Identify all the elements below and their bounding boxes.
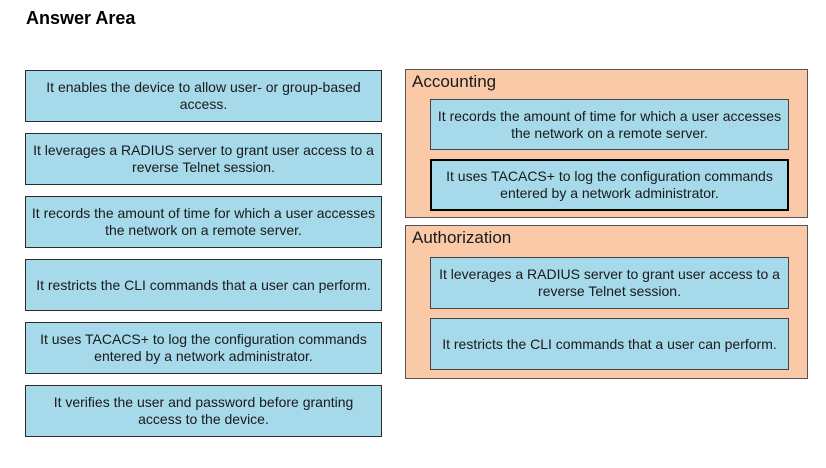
source-item-enables-access[interactable]: It enables the device to allow user- or … (25, 70, 382, 122)
authorization-group: Authorization It leverages a RADIUS serv… (405, 225, 808, 379)
authorization-slot-2[interactable]: It restricts the CLI commands that a use… (430, 318, 789, 370)
accounting-slot-1[interactable]: It records the amount of time for which … (430, 99, 789, 150)
accounting-label: Accounting (412, 72, 497, 91)
accounting-group: Accounting It records the amount of time… (405, 69, 808, 218)
source-item-verifies-user[interactable]: It verifies the user and password before… (25, 385, 382, 437)
source-item-records-time[interactable]: It records the amount of time for which … (25, 196, 382, 248)
source-item-restricts-cli[interactable]: It restricts the CLI commands that a use… (25, 259, 382, 311)
accounting-slot-2[interactable]: It uses TACACS+ to log the configuration… (430, 159, 789, 211)
authorization-label: Authorization (412, 228, 512, 247)
answer-area-title: Answer Area (26, 8, 136, 28)
source-item-radius-telnet[interactable]: It leverages a RADIUS server to grant us… (25, 133, 382, 185)
source-item-tacacs-log[interactable]: It uses TACACS+ to log the configuration… (25, 322, 382, 374)
authorization-slot-1[interactable]: It leverages a RADIUS server to grant us… (430, 257, 789, 309)
